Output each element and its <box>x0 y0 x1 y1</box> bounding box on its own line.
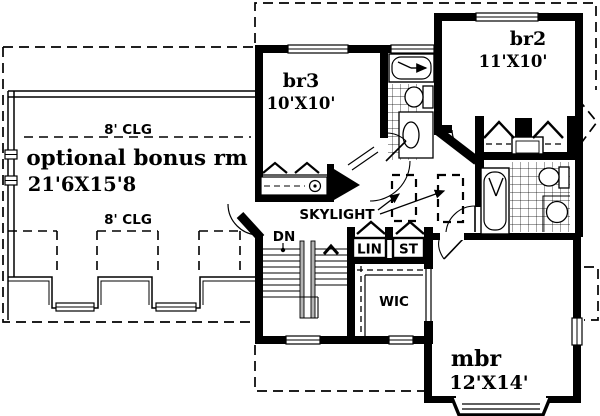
linen-cabinet <box>511 136 544 155</box>
bifold-door-icon <box>483 120 515 139</box>
skylight-label: SKYLIGHT <box>299 207 375 223</box>
lin-box <box>351 236 388 260</box>
stair-direction-arrow <box>322 243 340 255</box>
bonus-room: 8' CLG optional bonus rm 21'6X15'8 8' CL… <box>4 90 260 320</box>
roof-outline-dashed <box>2 2 599 392</box>
stair-rail <box>310 240 316 319</box>
bedroom-2: br2 11'X10' <box>479 28 548 71</box>
br3-dims: 10'X10' <box>267 94 336 113</box>
bay-window <box>450 396 552 416</box>
wic-closet: WIC <box>357 266 432 336</box>
skylight-arrow <box>377 193 401 211</box>
windows <box>285 12 583 346</box>
hall-arch-lines <box>347 146 411 202</box>
toilet <box>538 166 570 189</box>
mbr-door-opening <box>440 233 464 240</box>
br3-window <box>287 44 349 54</box>
bonus-ceiling-top-label: 8' CLG <box>104 122 152 138</box>
stair-landing-lines <box>263 296 319 319</box>
br2-dims: 11'X10' <box>479 52 548 71</box>
mbr-door-swing <box>438 237 465 260</box>
stairs-down-label: DN <box>273 229 296 245</box>
shower-arrow <box>488 177 504 197</box>
dormer-outline <box>8 276 257 309</box>
dormer-window-1 <box>55 302 95 312</box>
vanity-sink <box>398 111 434 159</box>
hallway-skylight: SKYLIGHT <box>299 146 465 260</box>
mbr-side-window <box>571 317 583 346</box>
bonus-window-west-1 <box>4 149 18 160</box>
shower-tub <box>483 171 507 231</box>
br2-window <box>475 12 539 22</box>
sink <box>542 195 570 232</box>
dormer-window-2 <box>155 302 197 312</box>
bifold-door-icon <box>356 220 386 235</box>
st-box <box>391 236 426 260</box>
ceiling-break-lines <box>8 230 241 276</box>
stairs: DN <box>263 229 347 319</box>
mbath-door-swing <box>445 205 476 233</box>
bifold-door-icon <box>294 161 320 174</box>
lin-st-closets: LIN ST <box>351 220 426 260</box>
master-bedroom: mbr 12'X14' <box>449 346 552 416</box>
br3-label: br3 <box>283 70 320 92</box>
stair-rail <box>299 240 305 319</box>
bifold-door-icon <box>532 120 564 139</box>
bath-window <box>390 44 435 54</box>
bifold-door-icon <box>262 161 288 174</box>
bonus-window-west-2 <box>4 175 18 186</box>
main-bathroom <box>385 53 435 162</box>
bonus-room-label: optional bonus rm <box>26 146 248 171</box>
skylight-2 <box>436 173 465 224</box>
mbr-dims: 12'X14' <box>449 372 528 394</box>
bath-door-swing <box>385 132 407 162</box>
br2-label: br2 <box>510 28 547 50</box>
lin-label: LIN <box>357 242 382 258</box>
st-label: ST <box>399 242 419 258</box>
master-bathroom <box>445 136 570 235</box>
tub-faucet-arrow <box>397 61 428 73</box>
bifold-door-icon <box>395 220 425 235</box>
bonus-ceiling-bottom-label: 8' CLG <box>104 212 152 228</box>
bedroom-3: br3 10'X10' <box>260 70 336 196</box>
stair-landing-window <box>285 335 321 345</box>
mbr-label: mbr <box>451 346 502 372</box>
br2-door-swing <box>451 129 481 158</box>
bonus-room-dims: 21'6X15'8 <box>28 173 136 196</box>
wic-label: WIC <box>379 294 409 310</box>
wic-wall-window <box>388 335 414 345</box>
br2-closets <box>483 120 565 145</box>
toilet <box>404 85 434 109</box>
skylight-arrow <box>379 189 446 215</box>
